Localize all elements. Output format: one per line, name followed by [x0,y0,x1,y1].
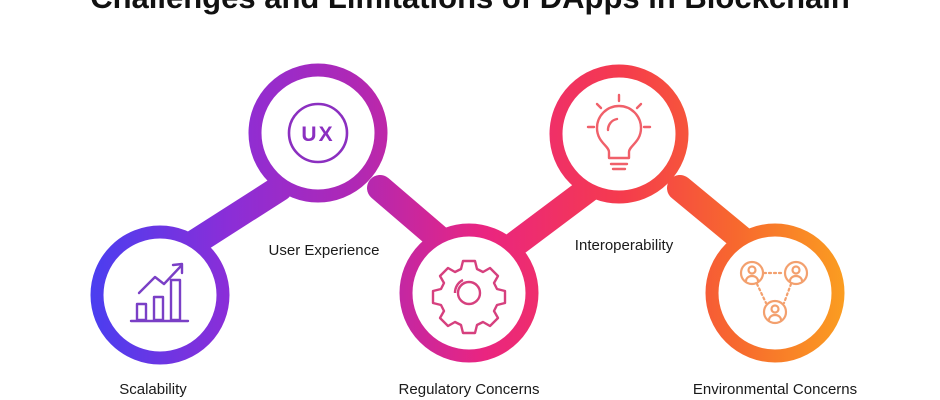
ux-icon-text: UX [301,123,334,146]
label-scalability: Scalability [119,381,187,398]
ring-regulatory-concerns [399,223,539,363]
label-environmental-concerns: Environmental Concerns [692,381,858,398]
label-regulatory-concerns: Regulatory Concerns [398,381,540,398]
ring-environmental-concerns [705,223,845,363]
user-network-icon [739,260,809,325]
ring-user-experience [248,63,388,203]
ux-icon: UX [287,102,349,164]
bar-chart-growth-icon [129,262,190,323]
ring-scalability [90,225,230,365]
gear-icon [431,259,507,335]
node-rings [90,63,845,365]
ring-interoperability [549,64,689,204]
diagram-title: Challenges and Limitations of DApps in B… [0,0,940,16]
label-user-experience: User Experience [268,242,380,259]
connector-3-4 [497,175,603,261]
lightbulb-icon [586,93,652,171]
user-avatar-right [783,260,809,286]
label-interoperability: Interoperability [574,237,674,254]
user-avatar-bottom [762,299,788,325]
